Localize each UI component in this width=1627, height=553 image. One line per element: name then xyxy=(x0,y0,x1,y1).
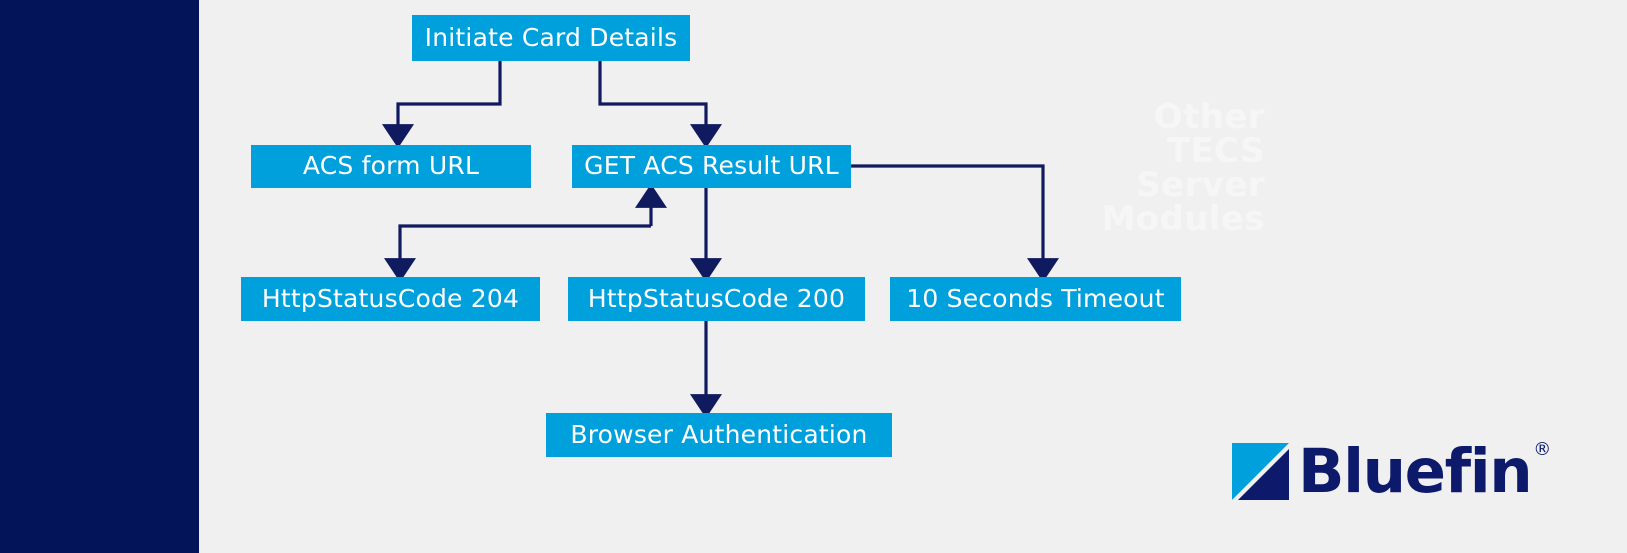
sidebar-panel xyxy=(0,0,199,553)
bluefin-wordmark-text: Bluefin xyxy=(1298,435,1533,507)
node-httpstatuscode-204[interactable]: HttpStatusCode 204 xyxy=(241,277,540,321)
diagram-canvas xyxy=(199,0,1627,553)
node-acs-form-url[interactable]: ACS form URL xyxy=(251,145,531,188)
node-httpstatuscode-200[interactable]: HttpStatusCode 200 xyxy=(568,277,865,321)
watermark-line-1: Other xyxy=(1153,97,1265,137)
edge-get-acs-to-status-204 xyxy=(384,224,651,283)
node-get-acs-result-url[interactable]: GET ACS Result URL xyxy=(572,145,851,188)
watermark-line-2: TECS xyxy=(1166,131,1265,171)
edge-initiate-to-acs-form xyxy=(382,61,502,149)
node-browser-authentication[interactable]: Browser Authentication xyxy=(546,413,892,457)
registered-trademark-icon: ® xyxy=(1533,438,1552,460)
watermark-line-3: Server xyxy=(1136,165,1265,205)
edge-get-acs-to-timeout xyxy=(851,164,1059,283)
node-initiate-card-details[interactable]: Initiate Card Details xyxy=(412,15,690,61)
watermark-other-tecs-server-modules: Other TECS Server Modules xyxy=(1000,100,1265,236)
edge-initiate-to-get-acs xyxy=(598,61,722,149)
node-10-seconds-timeout[interactable]: 10 Seconds Timeout xyxy=(890,277,1181,321)
bluefin-logo-mark xyxy=(1232,442,1289,500)
bluefin-wordmark: Bluefin® xyxy=(1298,438,1552,502)
bluefin-logo: Bluefin® xyxy=(1232,438,1552,502)
watermark-line-4: Modules xyxy=(1101,199,1265,239)
